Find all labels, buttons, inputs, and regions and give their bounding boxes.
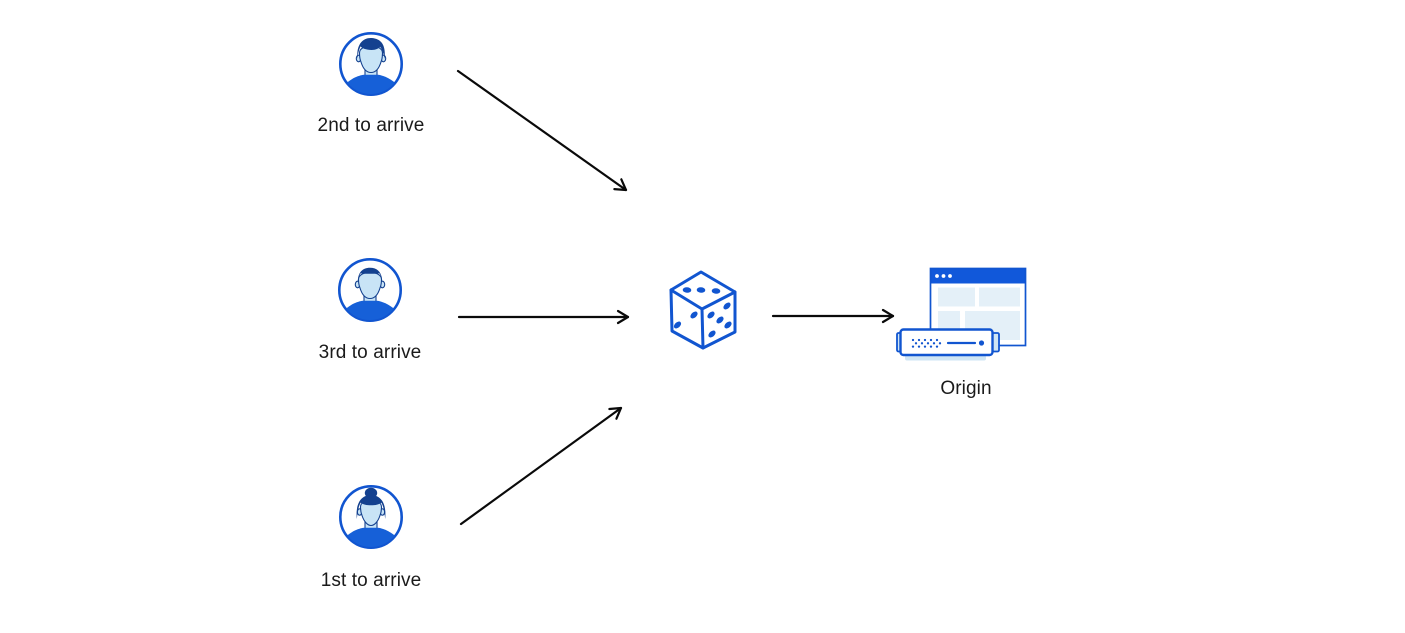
- dice-pips-top-face: [682, 287, 721, 294]
- origin-label: Origin: [940, 378, 992, 399]
- avatar-hair: [357, 37, 385, 59]
- dice-inner-edges: [669, 288, 737, 350]
- dice-pips-right-face: [707, 302, 732, 338]
- avatar-hair: [356, 495, 386, 519]
- client-label: 2nd to arrive: [317, 115, 425, 136]
- user-avatar-man-crewcut-icon: [337, 257, 403, 323]
- arrow-client1-to-dice: [459, 406, 623, 526]
- server-status-dot: [978, 340, 985, 346]
- user-avatar-man-quiff-icon: [338, 31, 404, 97]
- server-dot-pattern: [911, 338, 942, 348]
- avatar-hair: [357, 267, 383, 282]
- server: [896, 328, 1000, 361]
- client-label: 1st to arrive: [320, 570, 422, 591]
- arrow-client2-to-dice: [456, 69, 628, 192]
- dice-pips-left-face: [673, 311, 698, 329]
- avatar-face: [358, 45, 384, 74]
- dice-icon: [669, 270, 737, 350]
- avatar-face: [357, 271, 383, 300]
- avatar-face: [359, 499, 383, 527]
- user-avatar-woman-bun-icon: [338, 484, 404, 550]
- client-label: 3rd to arrive: [318, 342, 422, 363]
- origin-server-icon: [896, 267, 1027, 361]
